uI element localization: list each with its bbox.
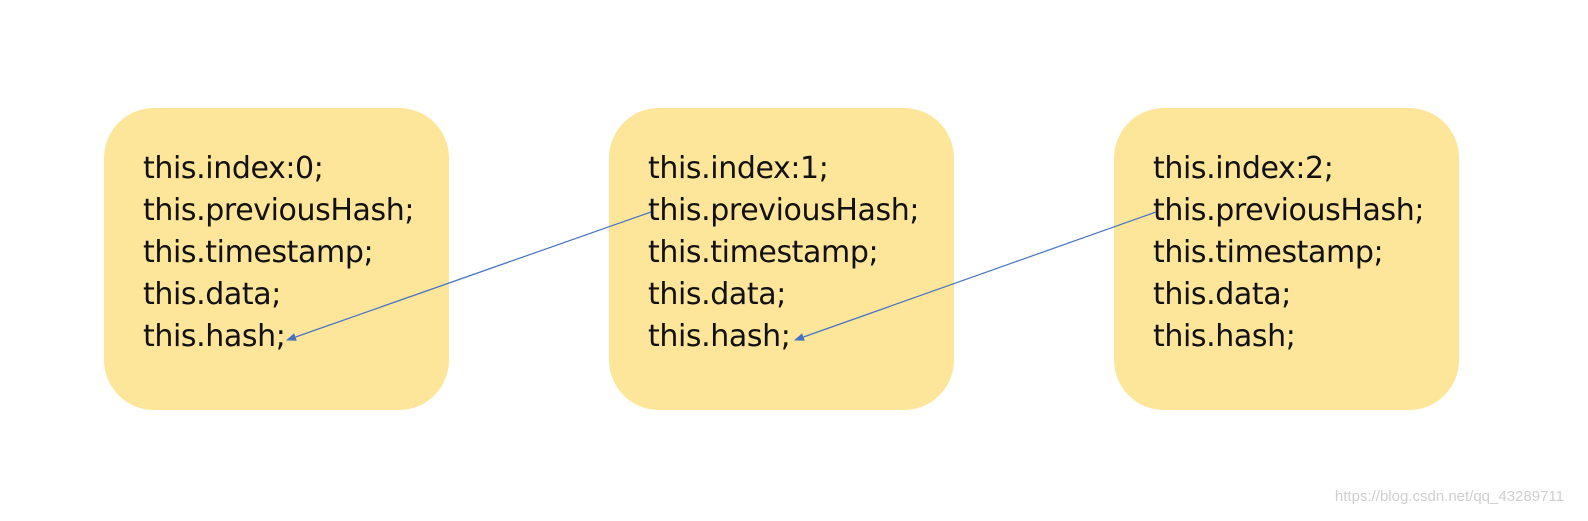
block-2-data-field: this.data;: [1153, 277, 1291, 312]
watermark: https://blog.csdn.net/qq_43289711: [1334, 488, 1564, 505]
block-2: this.index:2; this.previousHash; this.ti…: [1114, 108, 1459, 410]
block-0-data-field: this.data;: [143, 277, 281, 312]
block-1: this.index:1; this.previousHash; this.ti…: [609, 108, 954, 410]
block-1-index-field: this.index:1;: [648, 151, 829, 186]
block-1-data-field: this.data;: [648, 277, 786, 312]
block-1-timestamp-field: this.timestamp;: [648, 235, 879, 270]
block-2-hash-field: this.hash;: [1153, 319, 1296, 354]
block-0: this.index:0; this.previousHash; this.ti…: [104, 108, 449, 410]
block-0-timestamp-field: this.timestamp;: [143, 235, 374, 270]
block-2-timestamp-field: this.timestamp;: [1153, 235, 1384, 270]
block-1-hash-field: this.hash;: [648, 319, 791, 354]
block-2-previous-hash-field: this.previousHash;: [1153, 193, 1425, 228]
block-1-previous-hash-field: this.previousHash;: [648, 193, 920, 228]
block-0-previous-hash-field: this.previousHash;: [143, 193, 415, 228]
block-0-hash-field: this.hash;: [143, 319, 286, 354]
block-2-index-field: this.index:2;: [1153, 151, 1334, 186]
block-0-index-field: this.index:0;: [143, 151, 324, 186]
